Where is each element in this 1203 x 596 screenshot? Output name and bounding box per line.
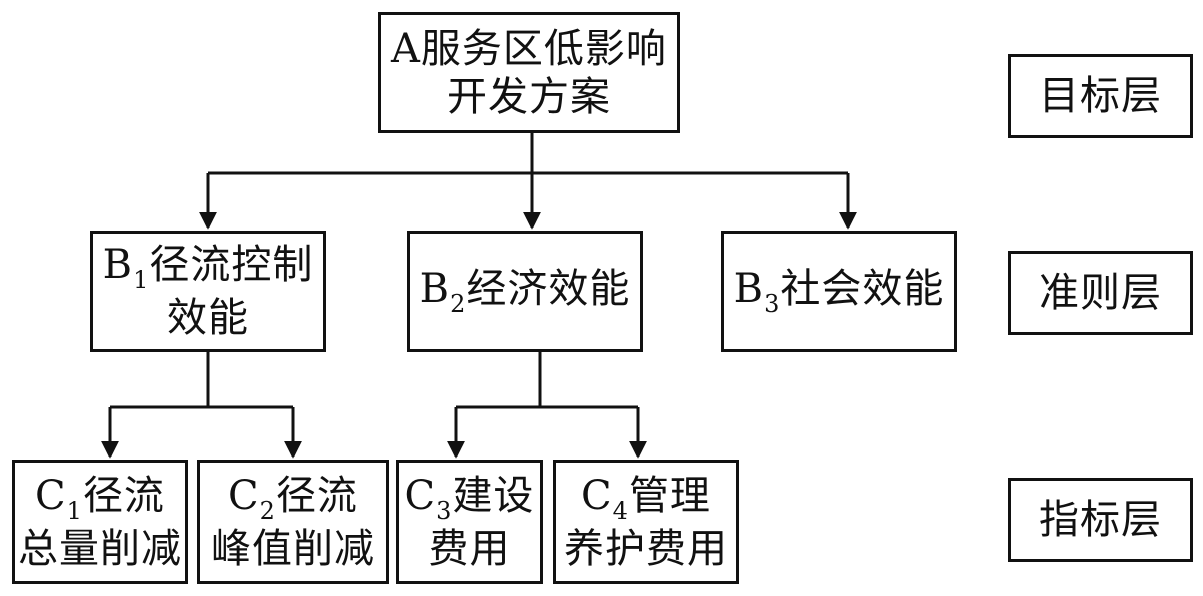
- c1-line-2: 总量削减: [18, 525, 182, 572]
- layer-criteria-text: 准则层: [1039, 270, 1162, 316]
- c2-subscript: 2: [259, 496, 276, 525]
- b1-line-2: 效能: [167, 295, 249, 341]
- c3-line-2: 费用: [428, 525, 511, 572]
- root-line-2: 开发方案: [446, 73, 611, 120]
- layer-indicator-text: 指标层: [1039, 497, 1162, 543]
- criteria-node-b2: B2经济效能: [407, 231, 643, 352]
- c4-letter: C: [581, 472, 613, 519]
- c2-line-1: 径流: [275, 472, 358, 519]
- indicator-node-c4: C4管理 养护费用: [553, 460, 739, 584]
- b3-line-1: 社会效能: [780, 266, 945, 312]
- c4-line-1: 管理: [628, 472, 711, 519]
- c4-line-2: 养护费用: [564, 525, 728, 572]
- indicator-node-c2: C2径流 峰值削减: [197, 460, 389, 584]
- b3-letter: B: [733, 266, 765, 312]
- b3-subscript: 3: [764, 290, 781, 318]
- indicator-node-c3: C3建设 费用: [396, 460, 543, 584]
- b2-letter: B: [419, 266, 451, 312]
- criteria-node-b1: B1径流控制 效能: [90, 231, 326, 352]
- c2-letter: C: [228, 472, 260, 519]
- layer-label-indicator: 指标层: [1008, 478, 1193, 562]
- c1-line-1: 径流: [82, 472, 165, 519]
- b1-letter: B: [102, 242, 134, 288]
- criteria-node-b3: B3社会效能: [721, 231, 957, 352]
- root-line-1: A服务区低影响: [391, 25, 667, 72]
- c2-line-2: 峰值削减: [211, 525, 375, 572]
- layer-label-goal: 目标层: [1008, 54, 1193, 138]
- indicator-node-c1: C1径流 总量削减: [12, 460, 188, 584]
- root-node: A服务区低影响 开发方案: [378, 12, 680, 133]
- c4-subscript: 4: [612, 496, 629, 525]
- c1-subscript: 1: [66, 496, 83, 525]
- c1-letter: C: [35, 472, 67, 519]
- layer-goal-text: 目标层: [1039, 73, 1162, 119]
- c3-subscript: 3: [436, 496, 453, 525]
- layer-label-criteria: 准则层: [1008, 251, 1193, 335]
- b2-subscript: 2: [450, 290, 467, 318]
- b1-line-1: 径流控制: [149, 242, 314, 288]
- b2-line-1: 经济效能: [466, 266, 631, 312]
- c3-letter: C: [404, 472, 437, 519]
- c3-line-1: 建设: [452, 472, 535, 519]
- b1-subscript: 1: [133, 266, 150, 294]
